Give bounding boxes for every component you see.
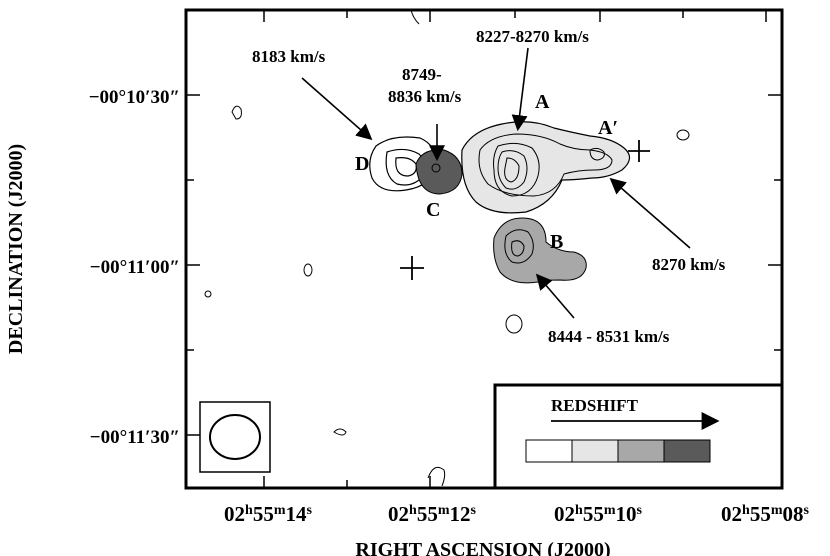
legend-swatch-4 <box>663 439 711 463</box>
legend-swatch-2 <box>571 439 619 463</box>
label-b: B <box>550 231 563 253</box>
y-axis-title: DECLINATION (J2000) <box>5 144 27 354</box>
component-a-blob <box>461 121 631 214</box>
velocity-c-line2: 8836 km/s <box>388 87 462 106</box>
x-tick-label: 02h55m14s <box>224 502 312 526</box>
label-a: A <box>535 91 550 113</box>
y-ticks <box>186 94 782 436</box>
legend-title: REDSHIFT <box>551 396 639 415</box>
x-tick-label: 02h55m08s <box>721 502 809 526</box>
redshift-legend: REDSHIFT <box>493 383 784 490</box>
y-tick-labels: −00°10′30″ −00°11′00″ −00°11′30″ <box>89 87 180 448</box>
noise-contours <box>204 9 729 487</box>
velocity-d: 8183 km/s <box>252 47 326 66</box>
position-cross-markers <box>400 140 650 280</box>
label-a-prime: A′ <box>598 117 618 139</box>
x-tick-labels: 02h55m14s 02h55m12s 02h55m10s 02h55m08s <box>224 502 809 526</box>
annotation-arrows <box>301 47 691 319</box>
legend-swatch-3 <box>617 439 665 463</box>
legend-swatches <box>525 439 711 463</box>
x-tick-label: 02h55m12s <box>388 502 476 526</box>
velocity-b: 8444 - 8531 km/s <box>548 327 670 346</box>
label-c: C <box>426 199 440 221</box>
velocity-c-line1: 8749- <box>402 65 442 84</box>
velocity-a: 8227-8270 km/s <box>476 27 589 46</box>
legend-swatch-1 <box>525 439 573 463</box>
x-axis-title: RIGHT ASCENSION (J2000) <box>355 539 610 556</box>
x-tick-label: 02h55m10s <box>554 502 642 526</box>
velocity-a-prime: 8270 km/s <box>652 255 726 274</box>
y-tick-label: −00°11′30″ <box>90 427 180 448</box>
component-b-blob <box>493 217 587 284</box>
beam-ellipse <box>209 414 261 460</box>
label-d: D <box>355 153 369 175</box>
y-tick-label: −00°10′30″ <box>89 87 180 108</box>
y-tick-label: −00°11′00″ <box>90 257 180 278</box>
beam-box <box>199 401 271 473</box>
